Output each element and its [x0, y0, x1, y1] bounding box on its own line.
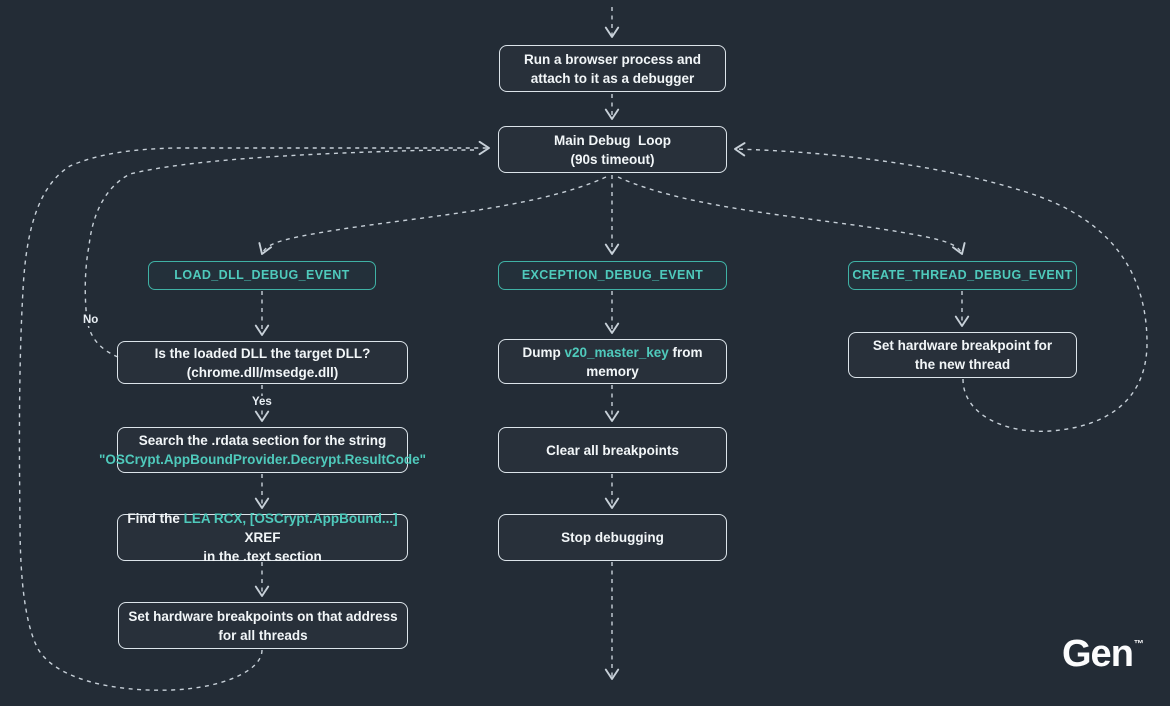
node-main-debug-loop: Main Debug Loop(90s timeout): [498, 126, 727, 173]
edge-set-hw-all-loopback-to-main-loop: [18, 140, 490, 691]
edge-label-yes: Yes: [249, 396, 275, 408]
event-label: CREATE_THREAD_DEBUG_EVENT: [852, 268, 1073, 282]
node-create-thread-debug-event: CREATE_THREAD_DEBUG_EVENT: [848, 261, 1077, 290]
edge-target-check-no-loopback-to-main-loop: [84, 149, 479, 358]
edge-main-loop-to-create-thread-event: [617, 176, 966, 255]
edge-label-no: No: [80, 314, 102, 326]
node-stop-debugging: Stop debugging: [498, 514, 727, 561]
trademark-symbol: ™: [1133, 639, 1144, 650]
node-search-rdata: Search the .rdata section for the string…: [99, 427, 426, 473]
event-label: LOAD_DLL_DEBUG_EVENT: [174, 268, 350, 282]
gen-logo-text: Gen: [1062, 633, 1134, 675]
node-clear-breakpoints: Clear all breakpoints: [498, 427, 727, 473]
node-find-xref: Find the LEA RCX, [OSCrypt.AppBound...] …: [117, 511, 408, 564]
node-exception-debug-event: EXCEPTION_DEBUG_EVENT: [498, 261, 727, 290]
node-target-dll-check: Is the loaded DLL the target DLL?(chrome…: [117, 341, 408, 384]
edge-main-loop-to-load-dll-event: [258, 176, 607, 255]
node-load-dll-debug-event: LOAD_DLL_DEBUG_EVENT: [148, 261, 376, 290]
gen-logo: Gen™: [1062, 633, 1144, 676]
event-label: EXCEPTION_DEBUG_EVENT: [521, 268, 704, 282]
node-set-hw-breakpoints-all-threads: Set hardware breakpoints on that address…: [118, 602, 408, 649]
edge-set-hw-new-loopback-to-main-loop: [734, 142, 1148, 433]
